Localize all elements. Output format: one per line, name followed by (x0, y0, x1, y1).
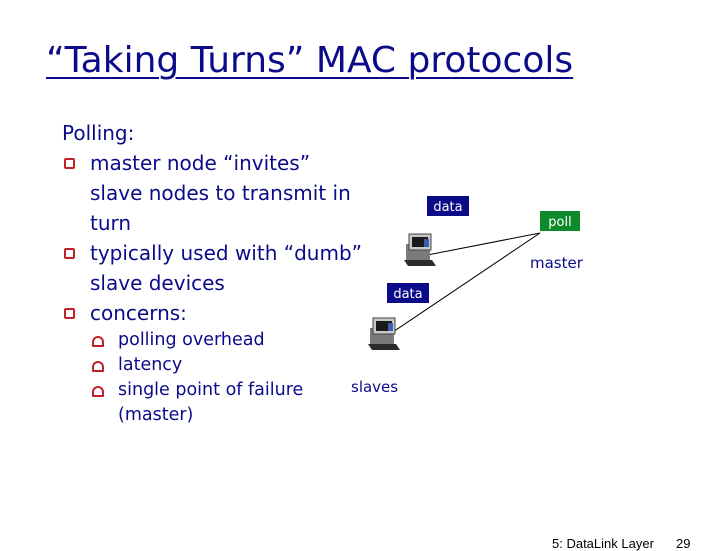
sub-bullet-item: polling overhead (62, 328, 362, 353)
slaves-label: slaves (351, 378, 398, 396)
data-box (427, 196, 469, 216)
checkbox-bullet-icon (64, 248, 75, 259)
sub-bullet-icon (92, 336, 104, 347)
slide-title: “Taking Turns” MAC protocols (46, 40, 574, 81)
master-label: master (530, 254, 584, 272)
page-number: 29 (676, 536, 691, 551)
link-line (374, 232, 541, 345)
bullet-text: typically used with “dumb” slave devices (90, 241, 363, 295)
sub-bullet-item: latency (62, 353, 362, 378)
data-label: data (433, 200, 462, 215)
checkbox-bullet-icon (64, 308, 75, 319)
poll-label: poll (548, 215, 571, 230)
sub-bullet-item: single point of failure (master) (62, 378, 362, 428)
computer-icon (404, 233, 436, 266)
sub-bullet-text: single point of failure (master) (118, 380, 304, 425)
checkbox-bullet-icon (64, 158, 75, 169)
sub-bullet-text: latency (118, 355, 183, 375)
footer-text: 5: DataLink Layer (552, 536, 654, 551)
bullet-text: master node “invites” slave nodes to tra… (90, 151, 351, 235)
bullet-item: concerns: (62, 298, 362, 328)
poll-frame: poll (540, 211, 580, 231)
link-line (411, 232, 541, 259)
poll-box (540, 211, 580, 231)
sub-bullet-icon (92, 386, 104, 397)
data-box (387, 283, 429, 303)
bullet-text: concerns: (90, 301, 187, 325)
computer-icon (368, 317, 400, 350)
bullet-item: master node “invites” slave nodes to tra… (62, 148, 362, 238)
section-heading: Polling: (62, 121, 135, 145)
sub-bullet-text: polling overhead (118, 330, 265, 350)
data-frame-top: data (427, 196, 469, 216)
bullet-list: Polling: master node “invites” slave nod… (62, 118, 362, 428)
sub-bullet-icon (92, 361, 104, 372)
data-frame-bottom: data (387, 283, 429, 303)
data-label: data (393, 287, 422, 302)
bullet-item: typically used with “dumb” slave devices (62, 238, 362, 298)
